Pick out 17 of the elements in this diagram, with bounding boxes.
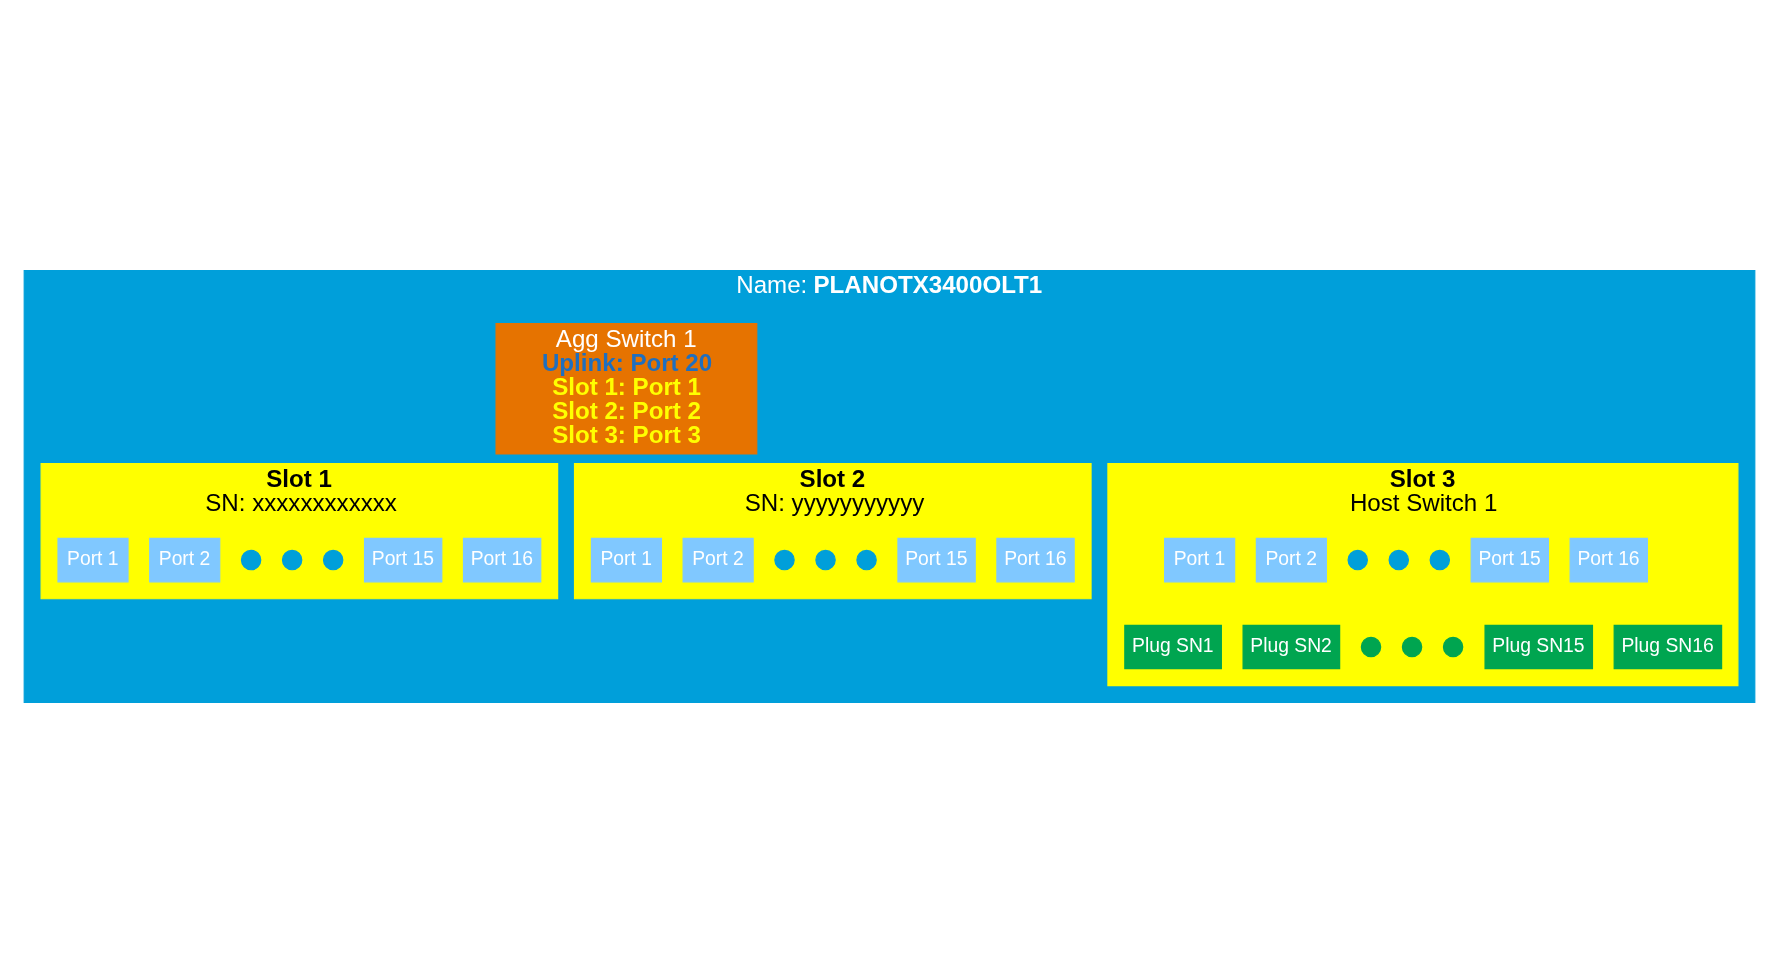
node-box: Port 1 xyxy=(57,537,129,583)
node-box: Port 2 xyxy=(149,537,221,583)
node-box: Port 15 xyxy=(363,537,443,583)
node-box: Plug SN16 xyxy=(1613,624,1723,670)
node-box: Plug SN2 xyxy=(1242,624,1341,670)
node-box: Port 16 xyxy=(462,537,542,583)
node-box: Port 1 xyxy=(1164,537,1236,583)
node-box: Plug SN1 xyxy=(1124,624,1222,670)
node-box: Port 16 xyxy=(1569,537,1648,583)
node-box: Port 2 xyxy=(682,537,754,583)
node-box: Port 16 xyxy=(996,537,1075,583)
node-box: Port 2 xyxy=(1255,537,1327,583)
node-box: Port 15 xyxy=(1470,537,1550,583)
node-box: Port 1 xyxy=(590,537,662,583)
node-box: Agg Switch 1 Uplink: Port 20 Slot 1: Port 1 Slot 2: Port 2 Slot 3: Port 3 xyxy=(495,322,758,455)
node-box: Port 15 xyxy=(897,537,976,583)
node-box: Plug SN15 xyxy=(1484,624,1594,670)
